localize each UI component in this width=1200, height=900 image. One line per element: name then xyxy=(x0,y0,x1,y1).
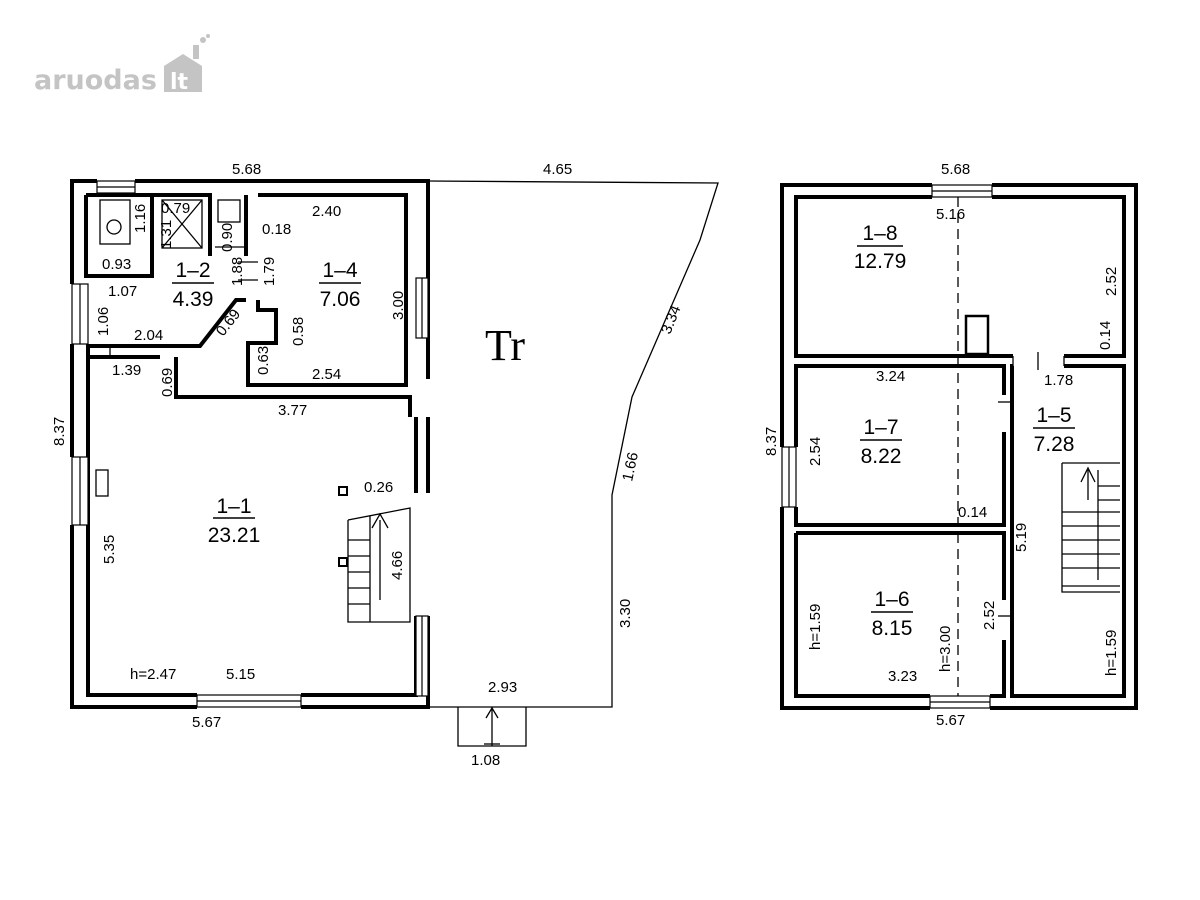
dimension-label: 0.14 xyxy=(1097,321,1114,350)
room-id: 1–5 xyxy=(1036,404,1071,427)
room-id: 1–7 xyxy=(863,416,898,439)
room-id: 1–4 xyxy=(322,259,357,282)
dimension-label: 1.08 xyxy=(471,752,500,769)
dimension-label: 3.23 xyxy=(888,668,917,685)
column-icon xyxy=(338,557,348,567)
upper-details xyxy=(957,197,1065,696)
dimension-label: 5.16 xyxy=(936,206,965,223)
dimension-label: 5.15 xyxy=(226,666,255,683)
toilet-icon xyxy=(99,199,131,245)
ground-floor-plan xyxy=(70,179,719,747)
dimension-label: 1.31 xyxy=(158,220,175,249)
dimension-label: 0.69 xyxy=(159,368,176,397)
dimension-label: 2.04 xyxy=(134,327,163,344)
room-area: 23.21 xyxy=(208,524,261,547)
dimension-label: h=1.59 xyxy=(1103,630,1120,676)
house-chimney-icon xyxy=(164,34,210,92)
dimension-label: 0.63 xyxy=(255,346,272,375)
dimension-label: 4.66 xyxy=(389,551,406,580)
room-1-5-label: 1–5 7.28 xyxy=(1033,404,1075,456)
dimension-label: 0.93 xyxy=(102,256,131,273)
ground-dimension-labels: 5.68 4.65 0.79 1.16 1.31 0.90 0.18 2.40 … xyxy=(51,161,685,769)
room-area: 12.79 xyxy=(854,250,907,273)
dimension-label: 0.58 xyxy=(290,317,307,346)
room-id: 1–2 xyxy=(175,259,210,282)
dimension-label: 2.52 xyxy=(981,601,998,630)
dimension-label: 1.66 xyxy=(619,451,642,483)
dimension-label: 3.00 xyxy=(390,291,407,320)
room-id: 1–8 xyxy=(862,222,897,245)
dimension-label: 1.78 xyxy=(1044,372,1073,389)
room-1-8-label: 1–8 12.79 xyxy=(854,222,907,273)
dimension-label: 0.18 xyxy=(262,221,291,238)
room-area: 4.39 xyxy=(173,288,214,311)
dimension-label: h=2.47 xyxy=(130,666,176,683)
dimension-label: 3.77 xyxy=(278,402,307,419)
ground-windows xyxy=(71,180,429,708)
aruodas-logo: aruodas lt xyxy=(34,34,210,96)
dimension-label: 0.14 xyxy=(958,504,987,521)
dimension-label: 5.19 xyxy=(1013,523,1030,552)
dimension-label: 1.88 xyxy=(229,257,246,286)
room-labels: 1–1 23.21 1–2 4.39 1–4 7.06 1–5 7.28 1–6… xyxy=(172,222,1075,640)
dimension-label: 5.68 xyxy=(232,161,261,178)
room-1-2-label: 1–2 4.39 xyxy=(172,259,214,311)
dimension-label: 0.26 xyxy=(364,479,393,496)
logo-text: aruodas xyxy=(34,65,157,96)
room-id: 1–1 xyxy=(216,495,251,518)
dimension-label: 1.07 xyxy=(108,283,137,300)
dimension-label: 3.30 xyxy=(617,599,634,628)
upper-floor-plan xyxy=(780,183,1138,710)
dimension-label: 8.37 xyxy=(763,427,780,456)
dimension-label: h=3.00 xyxy=(937,626,954,672)
dimension-label: 2.40 xyxy=(312,203,341,220)
upper-stairs-icon xyxy=(1061,462,1120,593)
dimension-label: 8.37 xyxy=(51,417,68,446)
room-area: 8.15 xyxy=(872,617,913,640)
dimension-label: 3.24 xyxy=(876,368,905,385)
logo-suffix: lt xyxy=(170,70,189,95)
room-area: 7.06 xyxy=(320,288,361,311)
chimney-icon xyxy=(964,314,990,356)
dimension-label: 5.67 xyxy=(192,714,221,731)
upper-dimension-labels: 5.68 5.16 2.52 0.14 3.24 1.78 8.37 2.54 … xyxy=(763,161,1120,729)
dimension-label: 2.93 xyxy=(488,679,517,696)
dimension-label: 4.65 xyxy=(543,161,572,178)
room-1-4-label: 1–4 7.06 xyxy=(319,259,361,311)
ground-fixtures xyxy=(95,199,348,567)
dimension-label: 1.39 xyxy=(112,362,141,379)
dimension-label: 0.79 xyxy=(161,200,190,217)
dimension-label: 2.52 xyxy=(1103,267,1120,296)
dimension-label: 5.68 xyxy=(941,161,970,178)
room-1-6-label: 1–6 8.15 xyxy=(871,588,913,640)
dimension-label: 1.06 xyxy=(95,307,112,336)
dimension-label: 2.54 xyxy=(312,366,341,383)
terrace-label: Tr xyxy=(485,321,525,370)
upper-windows xyxy=(781,184,993,709)
room-area: 8.22 xyxy=(861,445,902,468)
ground-stairs-icon xyxy=(347,507,411,623)
room-1-7-label: 1–7 8.22 xyxy=(860,416,902,468)
terrace-outline xyxy=(427,180,719,747)
kitchen-sink-icon xyxy=(95,469,109,497)
room-area: 7.28 xyxy=(1034,433,1075,456)
ground-interior-walls xyxy=(84,193,412,417)
dimension-label: 1.79 xyxy=(261,257,278,286)
room-id: 1–6 xyxy=(874,588,909,611)
sink-icon xyxy=(217,199,241,223)
dimension-label: 0.69 xyxy=(213,306,244,339)
dimension-label: 1.16 xyxy=(132,204,149,233)
dimension-label: 3.34 xyxy=(658,303,685,336)
room-1-1-label: 1–1 23.21 xyxy=(208,495,261,547)
dimension-label: 2.54 xyxy=(807,437,824,466)
upper-outer-walls xyxy=(780,183,1138,710)
dimension-label: 0.90 xyxy=(219,223,236,252)
dimension-label: 5.67 xyxy=(936,712,965,729)
shower-icon xyxy=(161,199,203,249)
dimension-label: 5.35 xyxy=(101,535,118,564)
dimension-label: h=1.59 xyxy=(807,604,824,650)
chimney-icon xyxy=(338,486,348,496)
